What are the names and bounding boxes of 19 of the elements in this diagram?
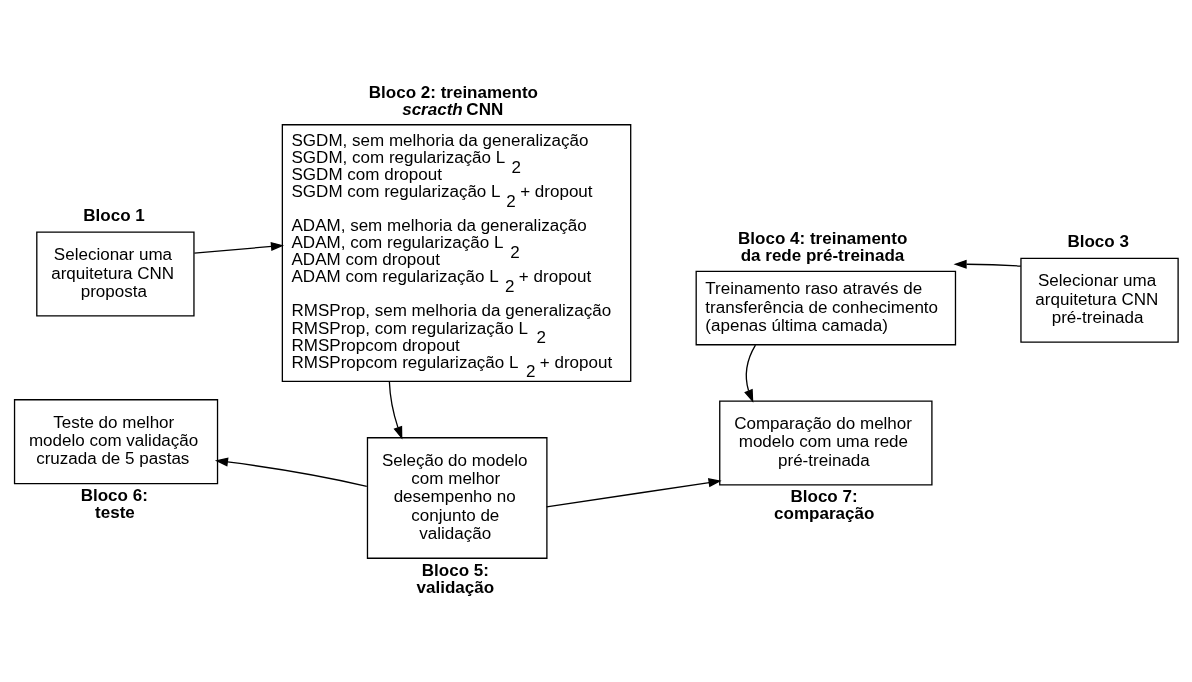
node-box: Teste do melhor modelo com validação cruzada de 5 pastas bbox=[13, 398, 219, 484]
node-label: Bloco 4: treinamento da rede pré-treinada bbox=[738, 228, 908, 265]
arrow bbox=[214, 456, 368, 487]
node-box: Comparação do melhor modelo com uma rede pré-treinada bbox=[719, 399, 933, 486]
node-label: Bloco 7: comparação bbox=[774, 486, 875, 523]
node-label: Bloco 6: teste bbox=[80, 485, 148, 522]
node-box: Selecionar uma arquitetura CNN proposta bbox=[36, 231, 195, 317]
node-box: Treinamento raso através de transferência de conhecimento (apenas última camada) bbox=[695, 270, 957, 345]
node-box: Seleção do modelo com melhor desempenho no conjunto de validação bbox=[366, 436, 548, 559]
arrow bbox=[545, 477, 722, 508]
node-label: Bloco 1 bbox=[83, 205, 145, 225]
node-box: Selecionar uma arquitetura CNN pré-treinada bbox=[1020, 257, 1179, 343]
arrow bbox=[744, 343, 757, 403]
arrow bbox=[953, 259, 1022, 269]
arrow bbox=[193, 241, 285, 254]
node-label: Bloco 2: treinamento scracth CNN bbox=[368, 82, 539, 119]
node-label: Bloco 3 bbox=[1067, 231, 1129, 251]
arrow bbox=[388, 380, 403, 440]
node-label: Bloco 5: validação bbox=[416, 560, 495, 597]
